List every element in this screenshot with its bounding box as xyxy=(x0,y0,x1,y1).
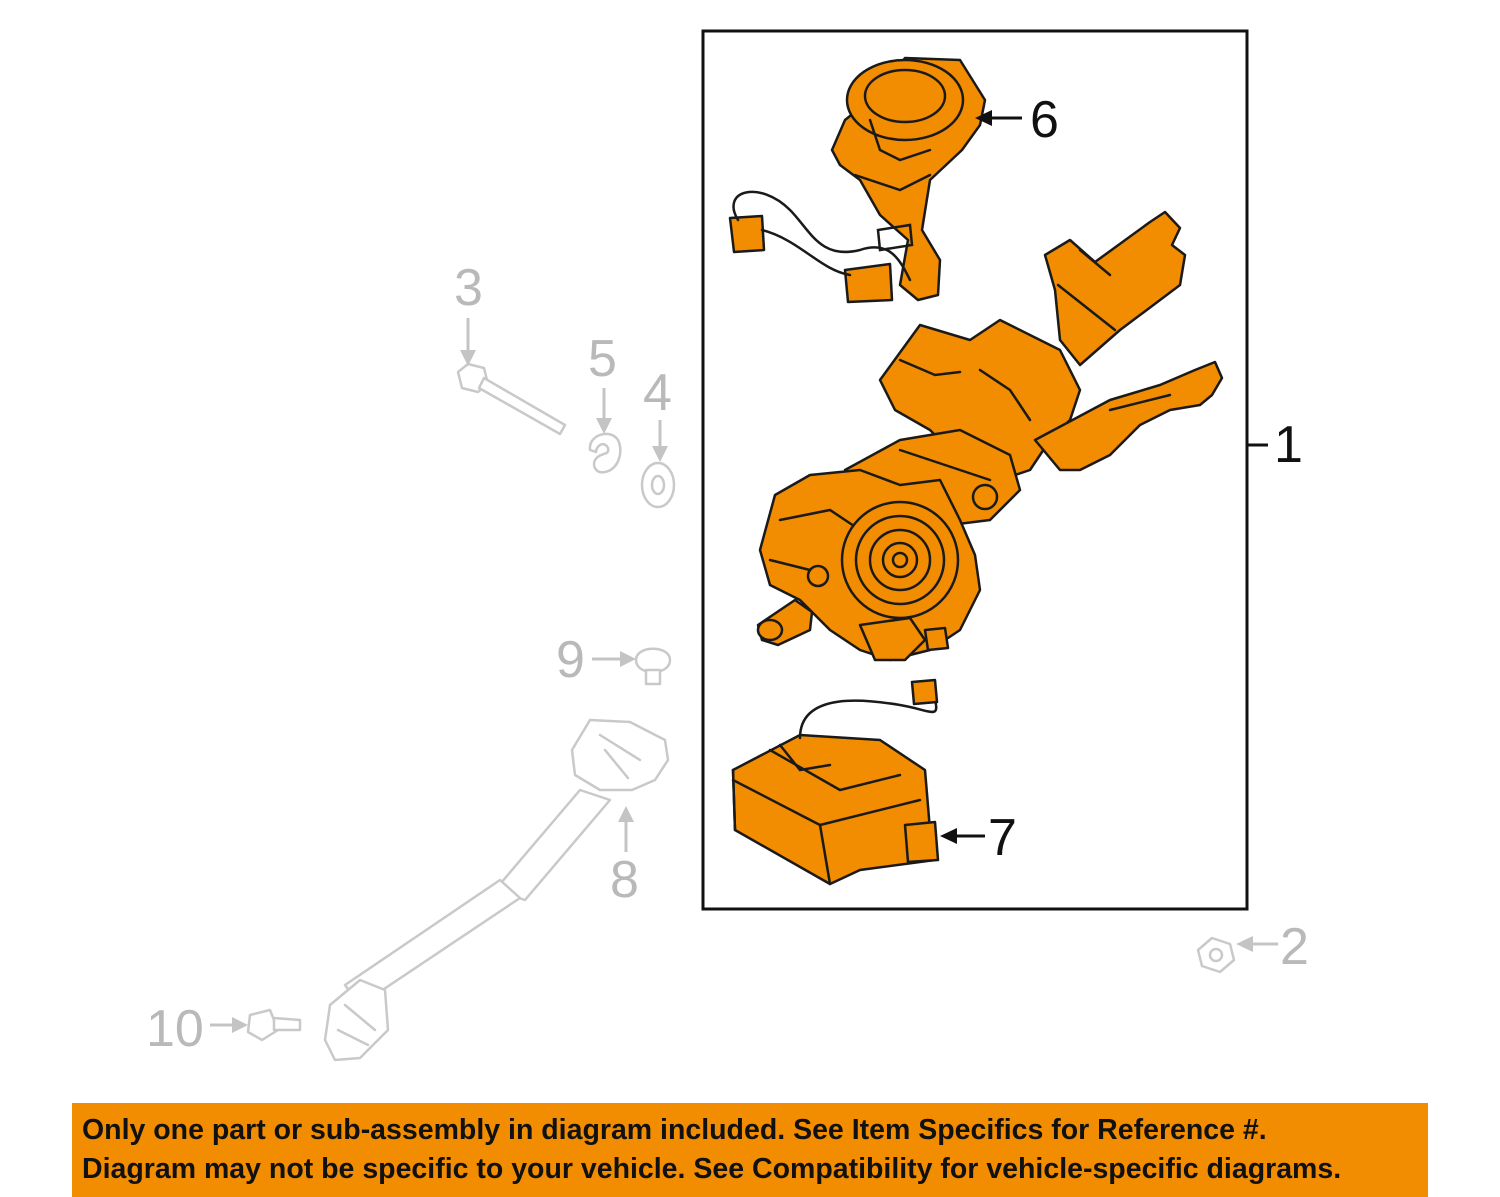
part-4-washer xyxy=(640,461,676,509)
part-9-bolt xyxy=(634,647,672,686)
callout-1: 1 xyxy=(1274,416,1303,474)
disclaimer-line-1: Only one part or sub-assembly in diagram… xyxy=(82,1114,1267,1146)
leader-2 xyxy=(1236,936,1278,952)
leader-3 xyxy=(460,318,476,366)
callout-5: 5 xyxy=(588,330,617,388)
leader-7 xyxy=(940,828,985,844)
callout-10: 10 xyxy=(146,1000,204,1058)
leader-6 xyxy=(975,110,1022,126)
callout-4: 4 xyxy=(643,364,672,422)
part-8-intermediate-shaft xyxy=(323,718,670,1062)
part-7-control-module[interactable] xyxy=(731,678,940,886)
callout-3: 3 xyxy=(454,259,483,317)
leader-8 xyxy=(618,806,634,852)
leader-5 xyxy=(596,388,612,434)
callout-7: 7 xyxy=(988,809,1017,867)
disclaimer-banner: Only one part or sub-assembly in diagram… xyxy=(72,1103,1428,1197)
part-10-bolt xyxy=(246,1008,302,1042)
part-3-bolt xyxy=(456,362,567,436)
assembly-frame xyxy=(701,29,1249,911)
leader-4 xyxy=(652,420,668,462)
part-5-clip xyxy=(588,432,622,474)
leader-10 xyxy=(210,1017,248,1033)
callout-8: 8 xyxy=(610,851,639,909)
part-6-clock-spring[interactable] xyxy=(728,56,987,304)
disclaimer-line-2: Diagram may not be specific to your vehi… xyxy=(82,1153,1342,1185)
part-2-nut xyxy=(1196,936,1236,974)
part-1-steering-column[interactable] xyxy=(756,210,1224,662)
callout-2: 2 xyxy=(1280,918,1309,976)
callout-9: 9 xyxy=(556,631,585,689)
leader-9 xyxy=(592,651,636,667)
callout-6: 6 xyxy=(1030,91,1059,149)
